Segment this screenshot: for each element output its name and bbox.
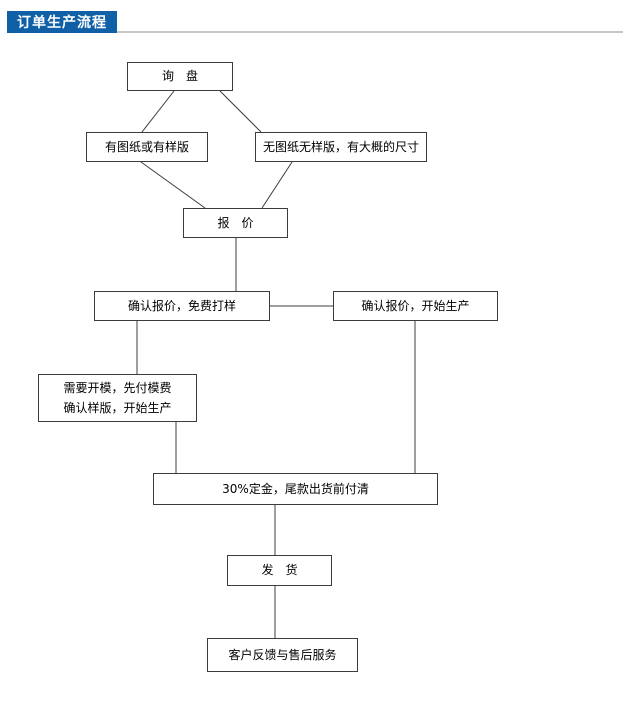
- flow-node-has-drawings-or-sample: 有图纸或有样版: [86, 132, 208, 162]
- connector-no-drawings-to-quote: [261, 161, 293, 209]
- connector-inquiry-to-no-drawings: [219, 90, 262, 133]
- flow-node-feedback-after-sales: 客户反馈与售后服务: [207, 638, 358, 672]
- page-title: 订单生产流程: [17, 15, 107, 31]
- flow-node-confirm-quote-start-production: 确认报价，开始生产: [333, 291, 498, 321]
- flow-node-quote: 报 价: [183, 208, 288, 238]
- connector-inquiry-to-has-drawings: [141, 90, 175, 133]
- page-title-tab: 订单生产流程: [7, 11, 117, 33]
- flow-node-deposit-terms: 30%定金，尾款出货前付清: [153, 473, 438, 505]
- flow-node-inquiry: 询 盘: [127, 62, 233, 91]
- flow-node-mold-fee-then-production: 需要开模，先付模费 确认样版，开始生产: [38, 374, 197, 422]
- connector-has-drawings-to-quote: [140, 161, 206, 209]
- flow-node-confirm-quote-free-sample: 确认报价，免费打样: [94, 291, 270, 321]
- flow-node-no-drawings-no-sample: 无图纸无样版，有大概的尺寸: [255, 132, 427, 162]
- header-divider: [117, 31, 623, 33]
- flow-node-ship: 发 货: [227, 555, 332, 586]
